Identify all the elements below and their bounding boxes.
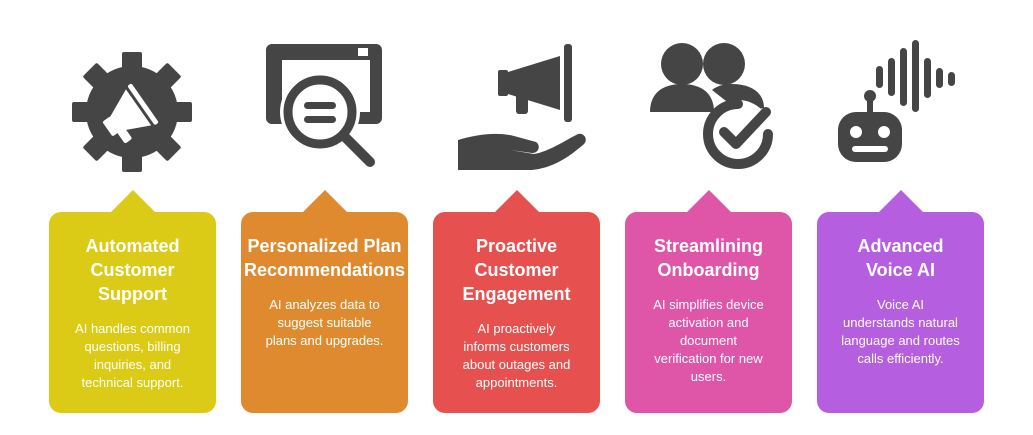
step-description: AI simplifies device activation and docu… bbox=[653, 297, 764, 384]
step-description: AI proactively informs customers about o… bbox=[462, 321, 571, 390]
step-card-personalized-plan: Personalized Plan Recommendations AI ana… bbox=[241, 190, 408, 413]
step-description: AI analyzes data to suggest suitable pla… bbox=[265, 297, 384, 348]
gear-megaphone-icon bbox=[62, 38, 202, 178]
step-title: Personalized Plan Recommendations bbox=[243, 236, 406, 280]
step-card-proactive-engagement: Proactive Customer Engagement AI proacti… bbox=[433, 190, 600, 413]
step-card-automated-customer-support: Automated Customer Support AI handles co… bbox=[49, 190, 216, 413]
step-title: Streamlining Onboarding bbox=[653, 236, 764, 280]
step-card-advanced-voice-ai: Advanced Voice AI Voice AI understands n… bbox=[817, 190, 984, 413]
document-magnifier-icon bbox=[252, 32, 392, 172]
step-description: AI handles common questions, billing inq… bbox=[75, 321, 190, 390]
step-title: Automated Customer Support bbox=[85, 236, 180, 304]
users-check-icon bbox=[640, 34, 780, 174]
robot-voice-icon bbox=[832, 36, 972, 176]
step-description: Voice AI understands natural language an… bbox=[841, 297, 960, 366]
step-title: Proactive Customer Engagement bbox=[462, 236, 571, 304]
step-title: Advanced Voice AI bbox=[857, 236, 944, 280]
hand-megaphone-icon bbox=[448, 36, 588, 176]
step-card-streamlining-onboarding: Streamlining Onboarding AI simplifies de… bbox=[625, 190, 792, 413]
